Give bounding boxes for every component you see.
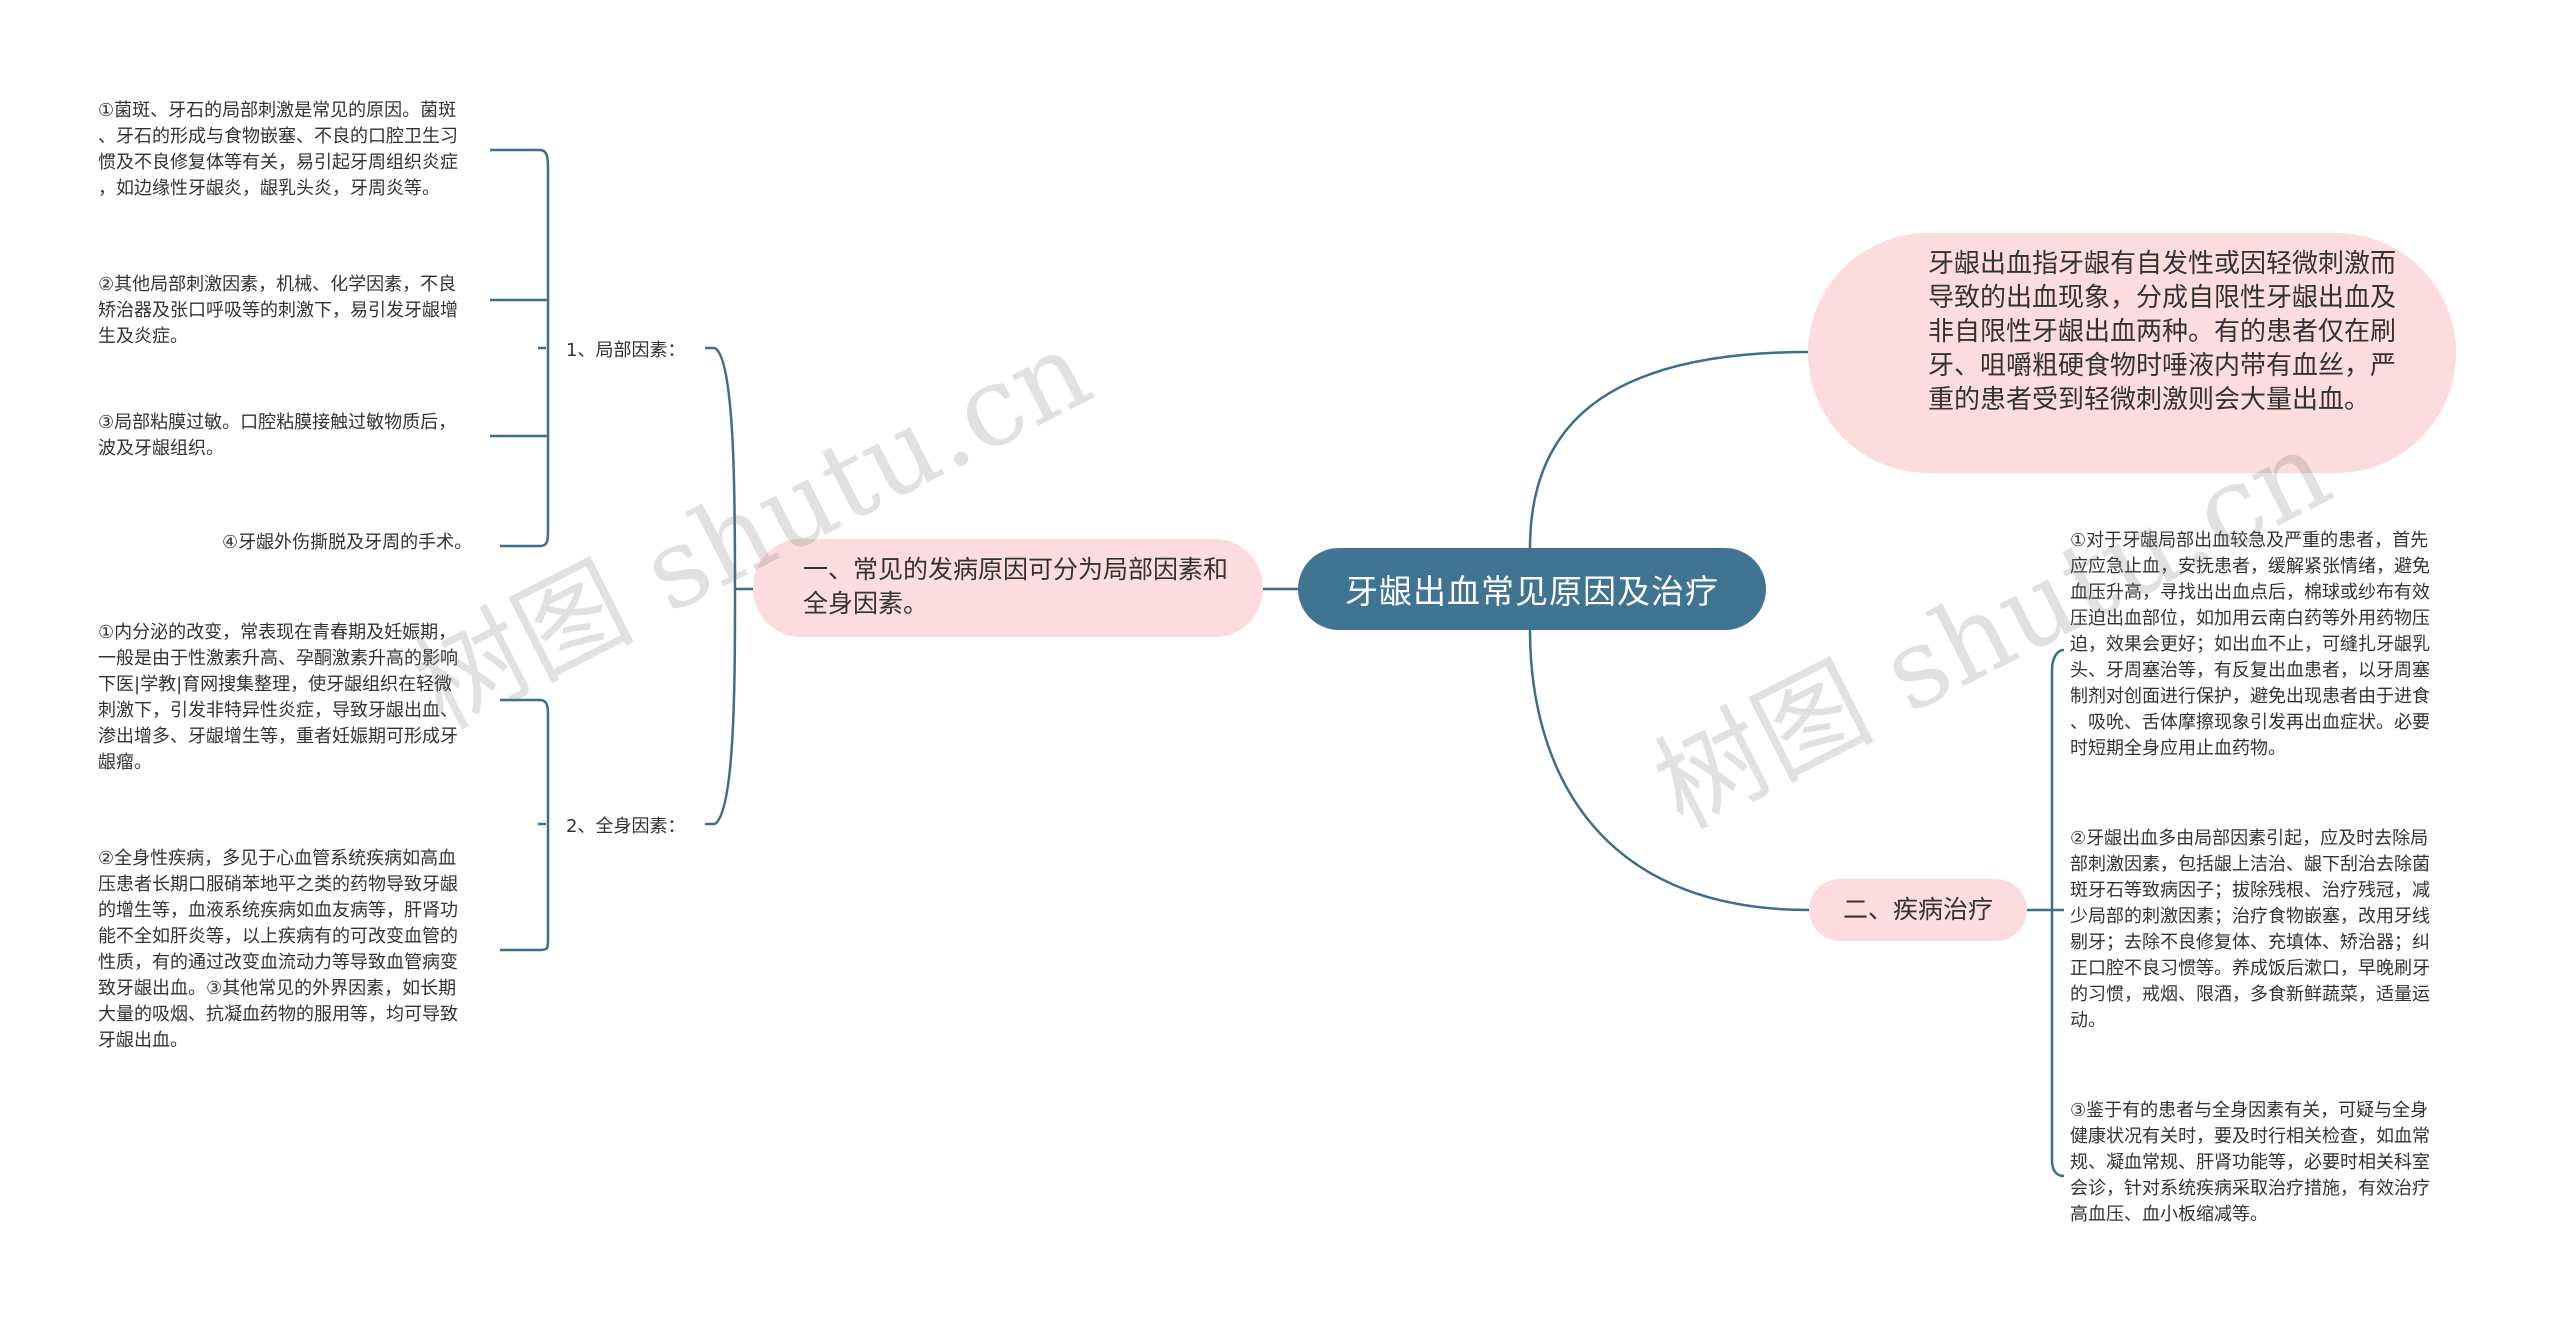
treatment-bracket bbox=[2050, 648, 2065, 1178]
systemic-factors-label[interactable]: 2、全身因素： bbox=[566, 816, 686, 837]
systemic-bracket bbox=[538, 698, 550, 952]
treatment-node[interactable]: 二、疾病治疗 bbox=[1809, 879, 2027, 941]
treatment-title: 二、疾病治疗 bbox=[1842, 895, 1993, 924]
systemic-item-1[interactable]: ①内分泌的改变，常表现在青春期及妊娠期， 一般是由于性激素升高、孕酮激素升高的影… bbox=[98, 622, 458, 773]
root-topic[interactable]: 牙龈出血常见原因及治疗 bbox=[1298, 548, 1766, 630]
definition-node[interactable]: 牙龈出血指牙龈有自发性或因轻微刺激而导致的出血现象，分成自限性牙龈出血及非自限性… bbox=[1808, 233, 2456, 473]
link-root-definition bbox=[1528, 350, 1809, 549]
treatment-item-2[interactable]: ②牙龈出血多由局部因素引起，应及时去除局 部刺激因素，包括龈上洁治、龈下刮治去除… bbox=[2070, 828, 2430, 1031]
treatment-item-1[interactable]: ①对于牙龈局部出血较急及严重的患者，首先 应应急止血，安抚患者，缓解紧张情绪，避… bbox=[2070, 530, 2430, 759]
definition-text: 牙龈出血指牙龈有自发性或因轻微刺激而导致的出血现象，分成自限性牙龈出血及非自限性… bbox=[1928, 249, 2397, 415]
causes-bracket bbox=[714, 346, 737, 826]
local-bracket bbox=[538, 148, 550, 548]
causes-node[interactable]: 一、常见的发病原因可分为局部因素和全身因素。 bbox=[753, 539, 1263, 637]
link-root-treatment bbox=[1528, 629, 1810, 912]
treatment-item-3[interactable]: ③鉴于有的患者与全身因素有关，可疑与全身 健康状况有关时，要及时行相关检查，如血… bbox=[2070, 1100, 2430, 1225]
local-item-3[interactable]: ③局部粘膜过敏。口腔粘膜接触过敏物质后， 波及牙龈组织。 bbox=[98, 412, 457, 459]
local-factors-label[interactable]: 1、局部因素： bbox=[566, 340, 686, 361]
root-topic-text: 牙龈出血常见原因及治疗 bbox=[1345, 572, 1719, 611]
local-item-4[interactable]: ④牙龈外伤撕脱及牙周的手术。 bbox=[222, 532, 473, 553]
causes-title: 一、常见的发病原因可分为局部因素和全身因素。 bbox=[803, 555, 1229, 618]
local-item-1[interactable]: ①菌斑、牙石的局部刺激是常见的原因。菌斑 、牙石的形成与食物嵌塞、不良的口腔卫生… bbox=[98, 100, 458, 199]
local-item-2[interactable]: ②其他局部刺激因素，机械、化学因素，不良 矫治器及张口呼吸等的刺激下，易引发牙龈… bbox=[98, 274, 458, 347]
systemic-item-2[interactable]: ②全身性疾病，多见于心血管系统疾病如高血 压患者长期口服硝苯地平之类的药物导致牙… bbox=[98, 848, 458, 1051]
